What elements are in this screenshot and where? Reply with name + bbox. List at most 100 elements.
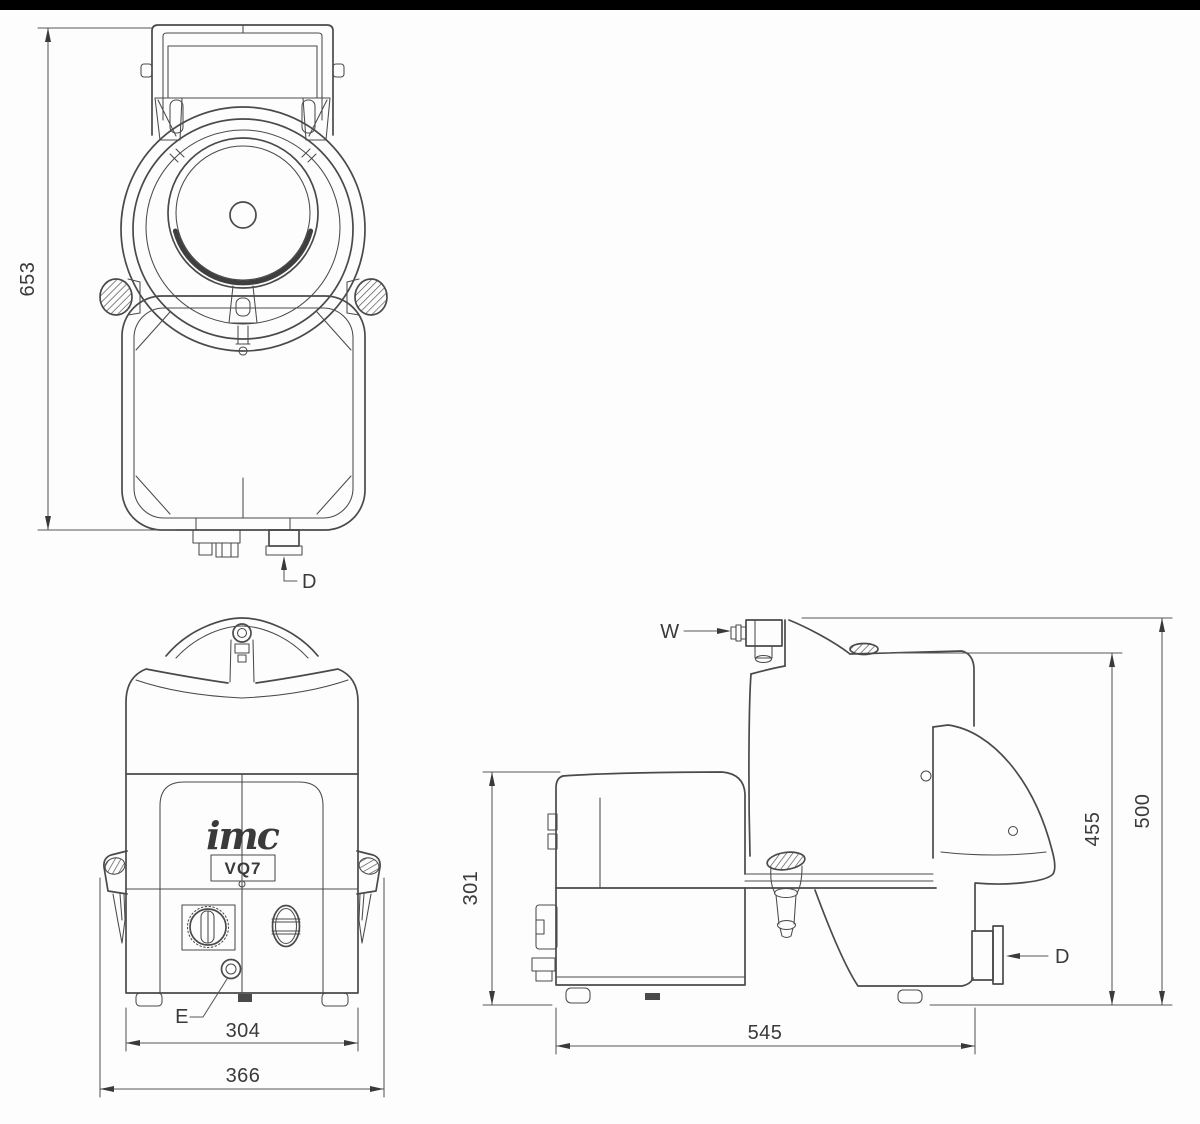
switch-bars: [271, 918, 301, 935]
hopper-knob-icon: [920, 770, 932, 782]
label-e: E: [175, 978, 228, 1028]
drain-spout: [268, 529, 300, 547]
brand-logo-text: imc: [206, 813, 280, 858]
clamp-plate: [127, 278, 141, 316]
side-view: W D 301 545: [460, 617, 1173, 1055]
lid-rim-circle: [132, 118, 354, 340]
bowl-circle: [167, 137, 319, 289]
thumbscrew-icon: [849, 642, 879, 656]
front-view-dome: [165, 617, 319, 683]
clamp-right-tail: [358, 893, 372, 944]
arrowhead-left: [100, 1086, 114, 1092]
hinge-post-right: [301, 99, 316, 134]
extension-line: [125, 1007, 359, 1052]
dim-653: 653: [17, 27, 176, 531]
foot: [897, 989, 923, 1004]
leader-line: [189, 978, 228, 1018]
front-view-controls: [181, 904, 301, 980]
head-rim-curve: [135, 679, 349, 699]
clamp-knob-icon: [99, 278, 133, 316]
bowl-underside: [814, 889, 974, 987]
side-view-bowl: [814, 883, 1004, 987]
handle-grip-bar: [167, 45, 318, 99]
hopper-top-left: [750, 665, 786, 675]
drain-label-top: D: [302, 571, 317, 593]
side-view-pusher: [766, 851, 806, 939]
hopper-top-right: [849, 650, 975, 727]
foot: [565, 987, 591, 1004]
handle-mount-left: [154, 97, 183, 141]
arrowhead-right: [961, 1043, 975, 1049]
latch-slot: [235, 297, 251, 317]
arrowhead-up: [45, 28, 51, 42]
inlet-nut: [754, 645, 773, 659]
top-view-body: [121, 295, 366, 531]
model-badge-box: [210, 854, 276, 882]
clamp-left-knob-icon: [104, 857, 126, 875]
clamp-knob-icon: [354, 278, 388, 316]
front-view-clamps: [103, 850, 381, 944]
service-point-icon: [220, 958, 242, 980]
pusher-shaft: [775, 894, 797, 925]
top-view-bowl: [120, 106, 366, 356]
latch-outline: [228, 285, 258, 324]
top-view-bottom-fittings: [192, 529, 303, 558]
side-bolt-nut: [535, 970, 553, 982]
extension-line: [482, 771, 561, 1006]
arrowhead-up: [1159, 618, 1165, 632]
plug-part: [215, 542, 239, 558]
front-view-head: [125, 668, 359, 775]
hinge-post-left: [169, 99, 184, 134]
lid-hub-circle: [229, 201, 257, 229]
switch-oval-icon: [271, 904, 301, 948]
side-view-chute: [932, 724, 1056, 885]
top-letterbox-bar: [0, 0, 1200, 10]
inlet-rib: [735, 624, 742, 642]
corner-chamfer: [316, 475, 352, 515]
dome-inner: [175, 625, 309, 659]
front-view: imc VQ7: [99, 617, 385, 1098]
pusher-shaft-end: [776, 919, 797, 931]
side-bracket-notch: [535, 919, 545, 935]
drain-outlet-flange: [992, 925, 1004, 985]
handle-pin-right: [332, 63, 345, 78]
corner-chamfer: [135, 475, 171, 515]
dim-455: 455: [879, 652, 1123, 1006]
corner-chamfer: [316, 311, 352, 351]
plug-part: [198, 542, 213, 556]
pusher-neck: [770, 865, 803, 894]
dim-455-label: 455: [1082, 812, 1104, 847]
dim-653-label: 653: [17, 262, 39, 297]
drain-label-side: D: [1055, 946, 1070, 968]
body-outline: [121, 295, 366, 531]
pusher-grip-icon: [766, 851, 806, 871]
model-badge-text: VQ7: [224, 859, 261, 878]
latch-stem: [235, 325, 251, 345]
side-view-motor-housing: [531, 771, 746, 982]
pusher-collar: [773, 887, 799, 899]
bolt-bracket: [229, 639, 255, 683]
side-view-base: [555, 873, 937, 1004]
funnel-curve: [788, 619, 851, 655]
side-view-water-inlet: [730, 619, 783, 664]
head-right-outline: [255, 668, 359, 775]
arrowhead-right: [370, 1086, 384, 1092]
bottom-band: [195, 517, 291, 531]
dim-500-label: 500: [1132, 794, 1154, 829]
center-clip: [238, 994, 252, 1002]
dim-366: 366: [99, 877, 385, 1098]
side-bracket: [535, 904, 558, 950]
bowl-inner-circle: [175, 145, 311, 281]
lid-outer-circle: [120, 106, 366, 352]
side-bolt: [531, 957, 556, 972]
lid-mid-circle: [145, 129, 341, 325]
lid-tick-right: [301, 148, 317, 163]
dim-304-label: 304: [226, 1020, 261, 1042]
dome-outline: [165, 617, 319, 657]
dim-500: 500: [801, 617, 1173, 1006]
top-view-handle: [140, 24, 345, 141]
arrowhead-down: [1159, 991, 1165, 1005]
pusher-tip: [779, 927, 794, 939]
arrowhead-left: [556, 1043, 570, 1049]
